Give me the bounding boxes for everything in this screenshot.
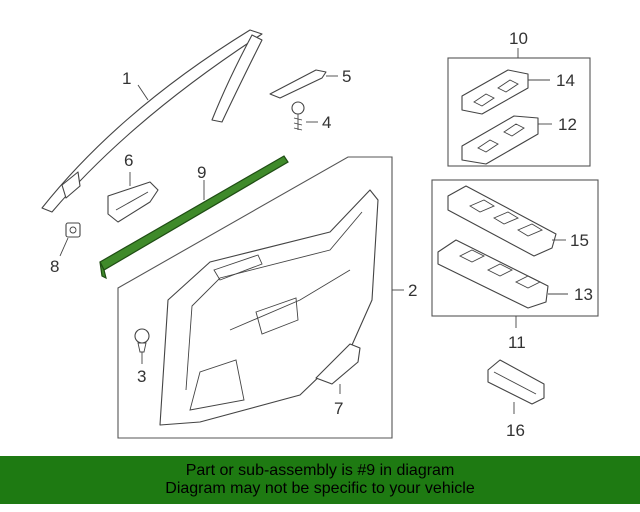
part-14-switch-bezel[interactable] xyxy=(461,69,529,115)
callout-6: 6 xyxy=(124,151,133,170)
banner-line-2: Diagram may not be specific to your vehi… xyxy=(165,480,475,497)
part-12-window-switch[interactable] xyxy=(461,115,539,165)
callout-14: 14 xyxy=(556,71,575,90)
callout-12: 12 xyxy=(558,115,577,134)
part-4-screw[interactable] xyxy=(291,101,305,131)
part-2-door-trim-panel[interactable] xyxy=(117,156,393,439)
part-3-clip[interactable] xyxy=(134,328,150,353)
part-9-weatherstrip[interactable] xyxy=(99,155,289,280)
info-banner: Part or sub-assembly is #9 in diagram Di… xyxy=(0,456,640,504)
parts-diagram: 1 5 4 6 8 9 2 xyxy=(41,29,599,440)
part-6-inside-handle[interactable] xyxy=(107,181,159,223)
part-13-master-switch[interactable] xyxy=(437,239,549,309)
callout-1: 1 xyxy=(122,69,131,88)
callout-15: 15 xyxy=(570,231,589,250)
part-16-lamp[interactable] xyxy=(487,359,545,405)
part-7-trim-cover[interactable] xyxy=(315,343,361,385)
banner-line-1: Part or sub-assembly is #9 in diagram xyxy=(185,462,455,479)
part-8-clip[interactable] xyxy=(65,222,81,238)
callout-2: 2 xyxy=(408,281,417,300)
part-15-master-switch-bezel[interactable] xyxy=(447,185,557,257)
callout-9: 9 xyxy=(197,163,206,182)
callout-7: 7 xyxy=(334,399,343,418)
callout-8: 8 xyxy=(50,257,59,276)
callout-5: 5 xyxy=(342,67,351,86)
callout-4: 4 xyxy=(322,113,331,132)
callout-16: 16 xyxy=(506,421,525,440)
callout-13: 13 xyxy=(574,285,593,304)
part-5-garnish[interactable] xyxy=(269,69,327,99)
callout-3: 3 xyxy=(137,367,146,386)
part-1-frame-molding[interactable] xyxy=(41,29,263,213)
callout-10: 10 xyxy=(509,29,528,48)
callout-11: 11 xyxy=(508,333,526,352)
